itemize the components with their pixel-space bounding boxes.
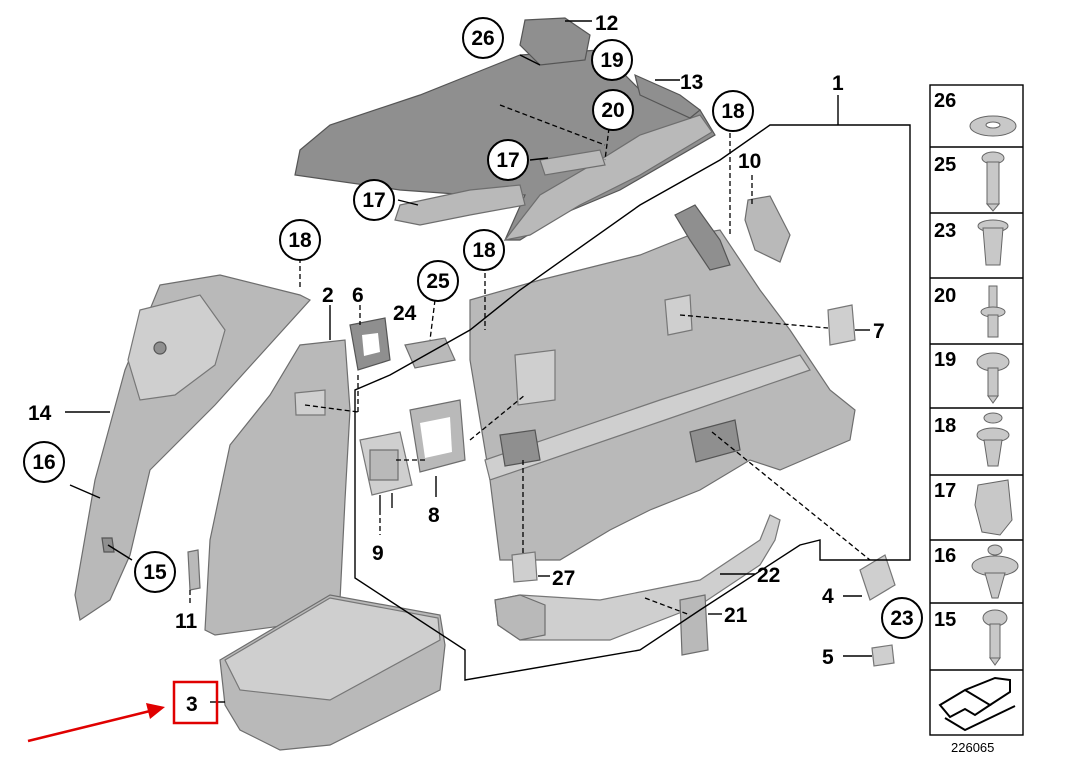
svg-text:19: 19 [600, 49, 623, 72]
callout-13[interactable]: 13 [680, 71, 703, 94]
legend-label-15: 15 [934, 609, 956, 631]
callout-26[interactable]: 26 [462, 17, 504, 59]
callout-6[interactable]: 6 [352, 284, 364, 307]
trunk-side-panel-1 [469, 204, 856, 561]
screw-icon-19 [976, 352, 1010, 404]
group-1-frame [354, 95, 911, 681]
callout-3[interactable]: 3 [186, 693, 198, 716]
screw-icon-15 [982, 609, 1008, 666]
svg-text:15: 15 [143, 561, 167, 584]
bezel-8 [409, 399, 466, 473]
svg-text:20: 20 [601, 99, 624, 122]
callout-2[interactable]: 2 [322, 284, 334, 307]
svg-text:25: 25 [426, 270, 450, 293]
side-panel-2 [204, 339, 351, 636]
clip-nut-icon [974, 479, 1013, 536]
svg-text:26: 26 [471, 27, 494, 50]
legend-label-19: 19 [934, 349, 956, 371]
clip-11 [187, 549, 201, 591]
rivet-clip-icon [976, 412, 1010, 467]
callout-15[interactable]: 15 [134, 551, 176, 593]
legend-label-26: 26 [934, 90, 956, 112]
legend-label-17: 17 [934, 480, 956, 502]
svg-text:16: 16 [32, 451, 55, 474]
callout-4[interactable]: 4 [822, 585, 834, 608]
push-clip-icon [971, 544, 1019, 599]
callout-25[interactable]: 25 [417, 260, 459, 302]
callout-16[interactable]: 16 [23, 441, 65, 483]
callout-1[interactable]: 1 [832, 72, 844, 95]
clip-4 [859, 554, 896, 601]
fastener-legend: 26 25 23 20 19 18 17 16 15 [929, 84, 1024, 736]
callout-12[interactable]: 12 [595, 12, 618, 35]
clip-21 [679, 594, 709, 656]
callout-20[interactable]: 20 [592, 89, 634, 131]
pin-icon [980, 285, 1006, 338]
callout-17-upper[interactable]: 17 [487, 139, 529, 181]
next-page-arrow-icon[interactable] [938, 676, 1016, 732]
svg-text:17: 17 [362, 189, 385, 212]
bezel-6 [349, 317, 391, 371]
callout-17-lower[interactable]: 17 [353, 179, 395, 221]
callout-5[interactable]: 5 [822, 646, 834, 669]
callout-8[interactable]: 8 [428, 504, 440, 527]
callout-10[interactable]: 10 [738, 150, 761, 173]
svg-text:17: 17 [496, 149, 519, 172]
legend-label-20: 20 [934, 285, 956, 307]
legend-label-23: 23 [934, 220, 956, 242]
callout-18-top[interactable]: 18 [712, 90, 754, 132]
callout-14[interactable]: 14 [28, 402, 52, 425]
callout-23[interactable]: 23 [881, 597, 923, 639]
strap-22 [494, 514, 781, 641]
cap-5 [871, 644, 895, 667]
highlight-box-3 [172, 680, 219, 725]
callout-21[interactable]: 21 [724, 604, 748, 627]
leader-lines [65, 20, 872, 703]
diagram-id: 226065 [951, 740, 994, 755]
clip-10 [744, 195, 791, 263]
callout-27[interactable]: 27 [552, 567, 575, 590]
callout-19[interactable]: 19 [591, 39, 633, 81]
legend-label-25: 25 [934, 154, 956, 176]
callout-18-left[interactable]: 18 [279, 219, 321, 261]
callout-11[interactable]: 11 [175, 610, 198, 633]
callout-9[interactable]: 9 [372, 542, 384, 565]
washer-icon [969, 115, 1017, 137]
legend-label-18: 18 [934, 415, 956, 437]
floor-panel-3 [219, 594, 446, 751]
screw-icon [981, 151, 1005, 212]
callout-22[interactable]: 22 [757, 564, 780, 587]
svg-text:18: 18 [288, 229, 312, 252]
callout-24[interactable]: 24 [393, 302, 417, 325]
callout-7[interactable]: 7 [873, 320, 885, 343]
left-pillar-trim [74, 274, 311, 621]
svg-text:18: 18 [472, 239, 496, 262]
socket-9 [359, 431, 413, 510]
svg-text:23: 23 [890, 607, 913, 630]
svg-text:18: 18 [721, 100, 745, 123]
cover-7 [827, 304, 856, 346]
clip-27 [511, 551, 538, 583]
callout-18-mid[interactable]: 18 [463, 229, 505, 271]
plug-icon [977, 219, 1009, 266]
legend-label-16: 16 [934, 545, 956, 567]
red-arrow-icon [27, 703, 165, 743]
